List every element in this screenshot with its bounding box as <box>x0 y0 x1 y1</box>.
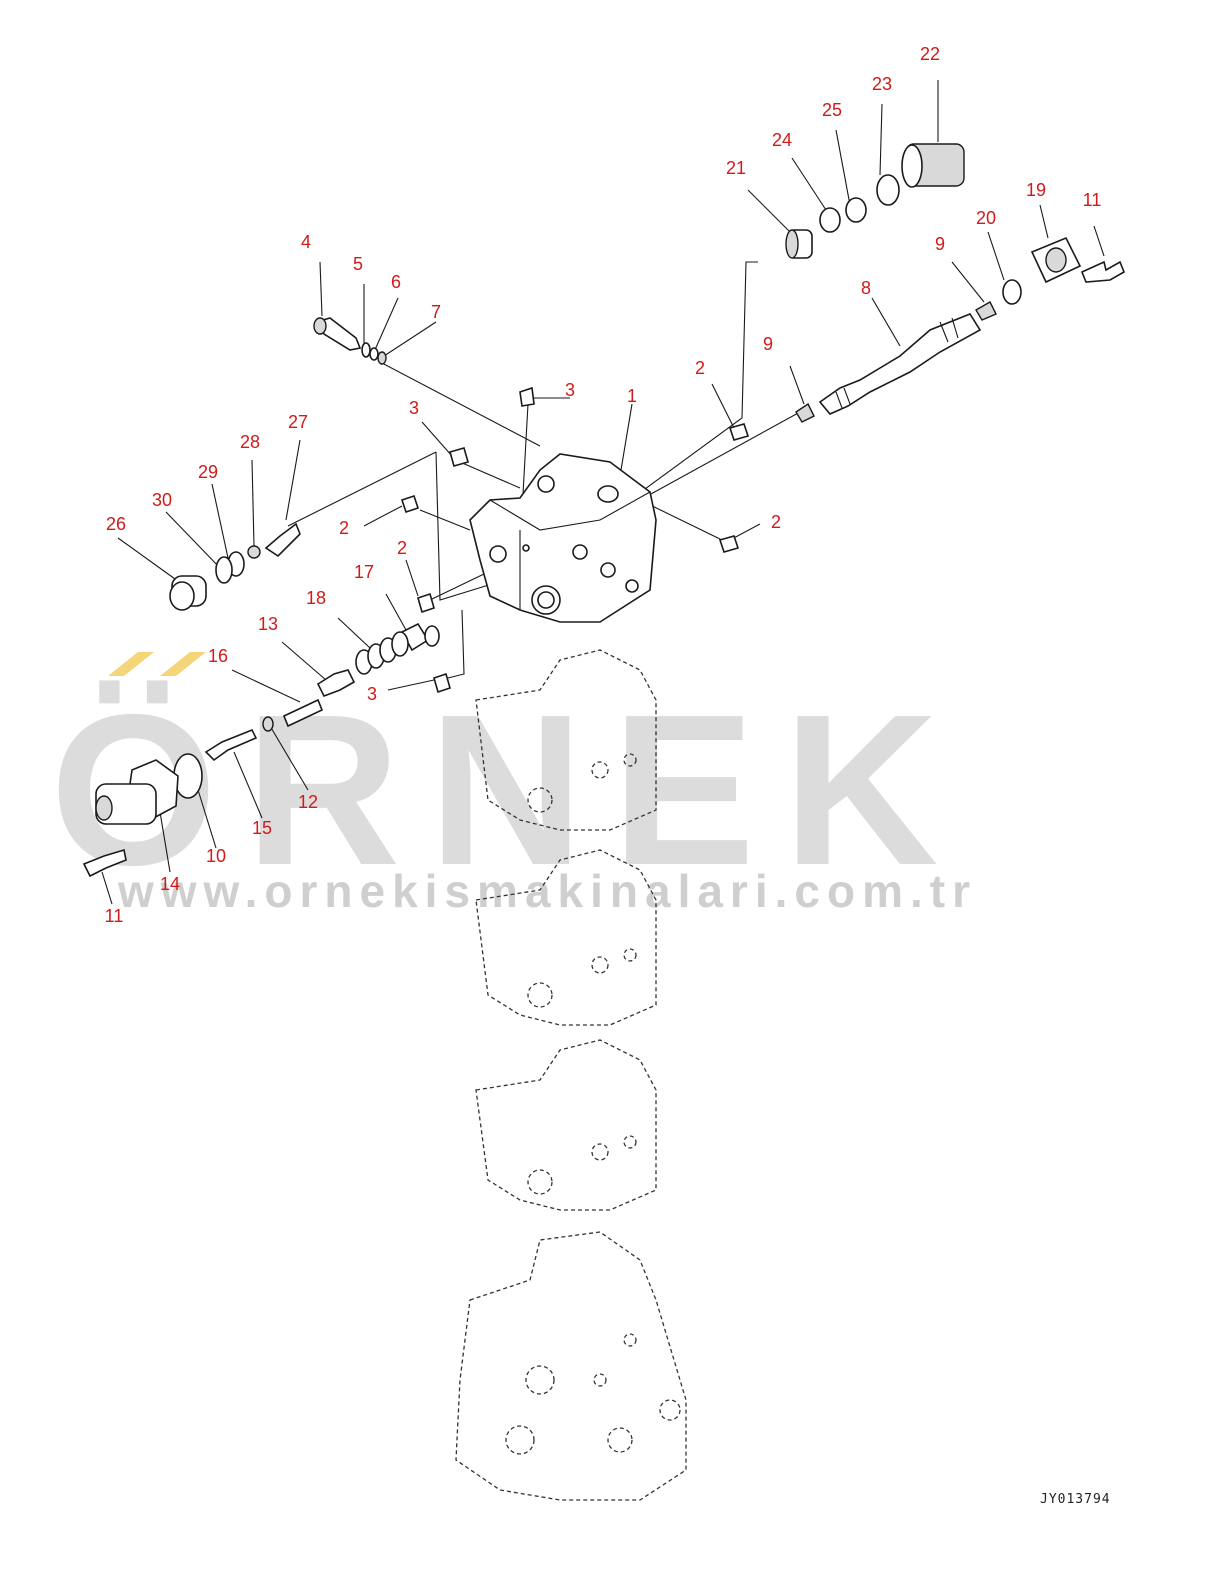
callout-27: 27 <box>287 412 309 432</box>
part-7-o-ring <box>377 351 387 365</box>
callout-3: 3 <box>408 398 420 418</box>
callout-17: 17 <box>353 562 375 582</box>
callout-12: 12 <box>297 792 319 812</box>
callout-25: 25 <box>821 100 843 120</box>
callout-2: 2 <box>770 512 782 532</box>
part-22-plug <box>901 143 965 188</box>
watermark-accent-right <box>160 652 206 676</box>
part-9-plug-upper <box>975 301 997 321</box>
part-3-plug-left <box>449 447 469 467</box>
callout-2: 2 <box>338 518 350 538</box>
part-30-o-ring <box>215 556 233 584</box>
callout-29: 29 <box>197 462 219 482</box>
callout-9: 9 <box>762 334 774 354</box>
callout-3: 3 <box>564 380 576 400</box>
part-14-solenoid <box>95 759 179 825</box>
ghost-section-2 <box>475 849 657 1026</box>
drawing-code: JY013794 <box>1040 1492 1111 1507</box>
part-21-piston <box>785 229 813 259</box>
callout-8: 8 <box>860 278 872 298</box>
part-16-pin <box>282 698 324 728</box>
part-27-valve <box>264 522 301 558</box>
callout-7: 7 <box>430 302 442 322</box>
watermark-accent-left <box>108 652 154 676</box>
callout-13: 13 <box>257 614 279 634</box>
callout-20: 20 <box>975 208 997 228</box>
callout-18: 18 <box>305 588 327 608</box>
part-2-plug-b <box>400 494 420 514</box>
part-11-bolt-upper <box>1080 260 1126 283</box>
part-11-bolt-lower <box>82 848 127 878</box>
callout-22: 22 <box>919 44 941 64</box>
callout-21: 21 <box>725 158 747 178</box>
part-15-bolt <box>204 728 258 762</box>
ghost-section-4 <box>455 1231 687 1501</box>
callout-24: 24 <box>771 130 793 150</box>
callout-10: 10 <box>205 846 227 866</box>
callout-9: 9 <box>934 234 946 254</box>
part-5-o-ring <box>361 342 371 358</box>
callout-6: 6 <box>390 272 402 292</box>
callout-2: 2 <box>396 538 408 558</box>
ghost-section-1 <box>475 649 657 831</box>
part-24-o-ring <box>819 207 841 233</box>
callout-5: 5 <box>352 254 364 274</box>
callout-26: 26 <box>105 514 127 534</box>
part-2-plug-a <box>728 423 750 441</box>
part-2-plug-d <box>417 592 435 614</box>
watermark-url: www.ornekismakinalari.com.tr <box>118 865 977 917</box>
callout-23: 23 <box>871 74 893 94</box>
ghost-section-3 <box>475 1039 657 1211</box>
part-18-spring <box>355 631 409 675</box>
part-9-plug-lower <box>795 402 815 423</box>
callout-30: 30 <box>151 490 173 510</box>
part-25-backup-ring <box>845 197 867 223</box>
part-3-plug-top <box>519 386 535 407</box>
callout-11: 11 <box>104 906 124 926</box>
part-2-plug-c <box>718 535 740 553</box>
part-4-relief-valve <box>313 317 362 351</box>
part-8-spool <box>818 313 982 415</box>
callout-3: 3 <box>366 684 378 704</box>
part-19-cover <box>1030 236 1082 284</box>
part-12-o-ring <box>262 716 274 732</box>
callout-19: 19 <box>1025 180 1047 200</box>
callout-1: 1 <box>626 386 638 406</box>
callout-11: 11 <box>1082 190 1102 210</box>
callout-14: 14 <box>159 874 181 894</box>
part-3-plug-bottom <box>433 672 451 694</box>
part-20-o-ring <box>1002 279 1022 305</box>
callout-15: 15 <box>251 818 273 838</box>
part-26-plug <box>169 575 207 611</box>
part-1-valve-body <box>469 453 657 623</box>
callout-4: 4 <box>300 232 312 252</box>
part-13-plug <box>316 669 356 698</box>
part-6-backup-ring <box>369 347 379 361</box>
callout-2: 2 <box>694 358 706 378</box>
part-28-spring <box>247 545 261 559</box>
part-23-o-ring <box>876 174 900 206</box>
callout-16: 16 <box>207 646 229 666</box>
callout-28: 28 <box>239 432 261 452</box>
